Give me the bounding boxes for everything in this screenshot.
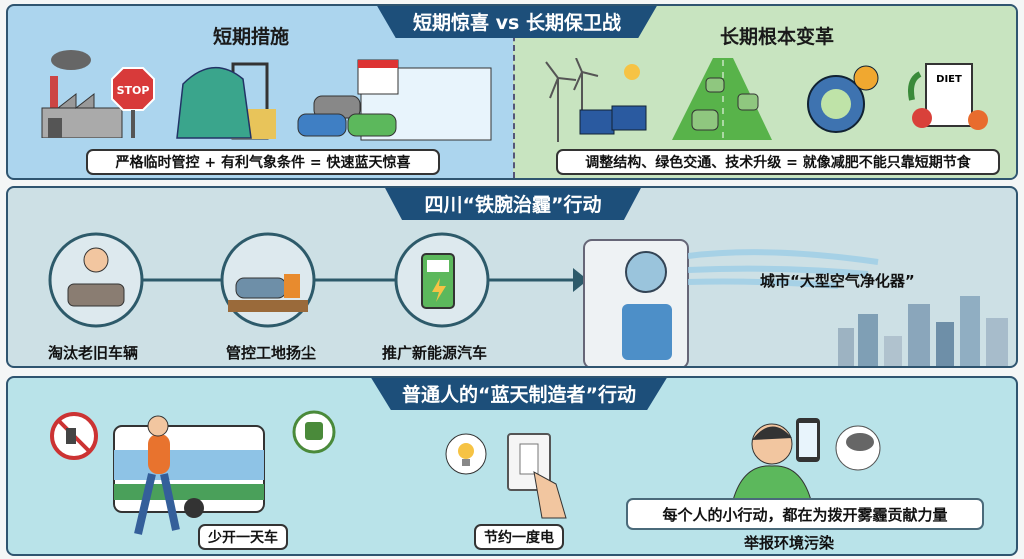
left-caption: 严格临时管控 + 有利气象条件 = 快速蓝天惊喜 [86, 149, 440, 175]
stop-text: STOP [117, 84, 150, 97]
air-purifier-icon [583, 239, 689, 366]
section-sichuan-action: 四川“铁腕治霾”行动 淘汰老旧车辆 管控工地扬尘 推广新能源汽车 城市“大型空气… [6, 186, 1018, 368]
ev-charging-icon [394, 232, 490, 328]
section-title: 普通人的“蓝天制造者”行动 [402, 383, 636, 406]
air-flow-icon [688, 249, 879, 289]
lightbulb-icon [445, 433, 487, 475]
section-short-vs-long: 短期惊喜 vs 长期保卫战 短期措施 长期根本变革 STOP 严格临时管控 + … [6, 4, 1018, 180]
action-label: 节约一度电 [474, 524, 564, 550]
city-skyline-icon [838, 296, 1008, 366]
left-heading: 短期措施 [213, 26, 290, 48]
cars-blue-sky-icon [297, 59, 492, 141]
step-label: 管控工地扬尘 [226, 344, 317, 362]
stop-sign-icon: STOP [111, 67, 155, 138]
no-car-key-icon [50, 412, 98, 460]
right-heading: 长期根本变革 [720, 26, 835, 48]
section-title-tab: 四川“铁腕治霾”行动 [384, 188, 642, 220]
bus-bubble-icon [292, 410, 336, 454]
action-label: 举报环境污染 [744, 534, 835, 552]
section-title-tab: 普通人的“蓝天制造者”行动 [370, 378, 668, 410]
covered-construction-icon [176, 62, 276, 140]
step-label: 淘汰老旧车辆 [48, 344, 139, 362]
light-switch-icon [507, 433, 567, 519]
dust-control-icon [220, 232, 316, 328]
action-label: 少开一天车 [198, 524, 288, 550]
diet-text: DIET [936, 74, 962, 85]
diet-clipboard-icon: DIET [908, 63, 988, 130]
banner: 每个人的小行动，都在为拨开雾霾贡献力量 [626, 498, 984, 530]
section-title: 四川“铁腕治霾”行动 [424, 193, 602, 216]
flow-arrow [68, 268, 588, 292]
section-citizen-action: 普通人的“蓝天制造者”行动 少开一天车 节约一度电 每个人的小行动，都在为拨开雾… [6, 376, 1018, 556]
right-caption: 调整结构、绿色交通、技术升级 = 就像减肥不能只靠短期节食 [556, 149, 1000, 175]
gear-leaf-icon [807, 65, 879, 133]
bus-commuter-icon [113, 415, 265, 535]
wind-solar-icon [545, 58, 647, 142]
section-title-tab: 短期惊喜 vs 长期保卫战 [376, 6, 658, 38]
purifier-label: 城市“大型空气净化器” [760, 272, 915, 290]
old-car-elimination-icon [48, 232, 144, 328]
green-transport-icon [672, 58, 772, 140]
person-reporting-icon [731, 418, 881, 504]
factory-icon [41, 50, 123, 138]
step-label: 推广新能源汽车 [382, 344, 488, 362]
section-title: 短期惊喜 vs 长期保卫战 [413, 11, 621, 34]
